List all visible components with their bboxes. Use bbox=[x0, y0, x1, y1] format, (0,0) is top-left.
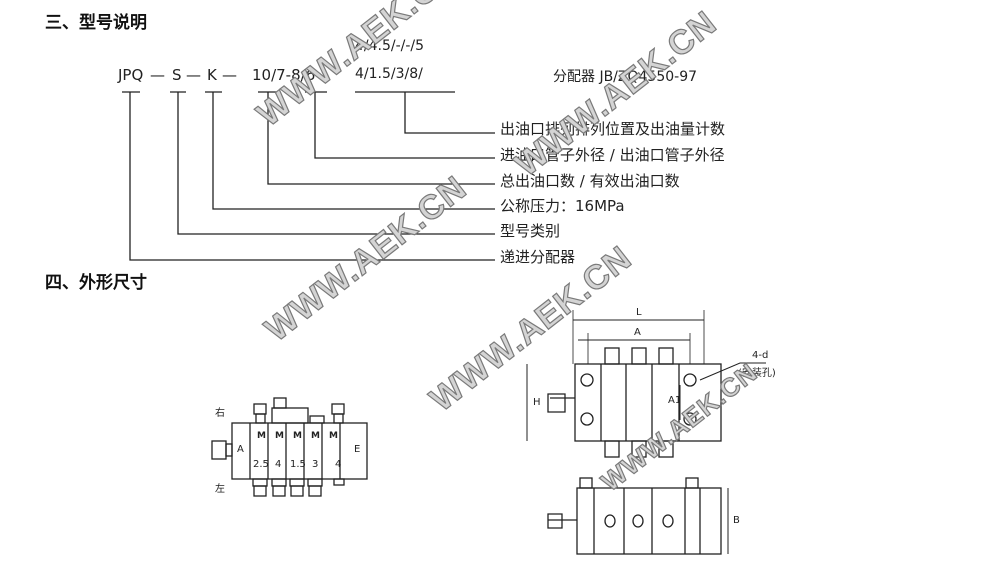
label-end-e: E bbox=[354, 444, 361, 455]
code-counts: 10/7-8/6 bbox=[252, 66, 316, 84]
label-left: 左 bbox=[215, 484, 225, 495]
dash: — bbox=[150, 66, 165, 84]
hole-note: (安装孔) bbox=[738, 368, 776, 379]
outlet-value: 4 bbox=[335, 459, 342, 470]
left-position-code: 4/1.5/3/8/ bbox=[355, 66, 423, 82]
label-m: M bbox=[293, 431, 302, 441]
label-inlet-a: A bbox=[237, 444, 244, 455]
legend-model-type: 型号类别 bbox=[500, 222, 561, 240]
dim-a: A bbox=[634, 327, 641, 338]
dim-b: B bbox=[733, 515, 740, 526]
standard-number: 分配器 JB/ZQ4550-97 bbox=[553, 69, 698, 85]
label-right: 右 bbox=[215, 408, 225, 419]
code-s: S bbox=[172, 66, 182, 84]
code-k: K bbox=[207, 66, 217, 84]
dim-l: L bbox=[636, 307, 642, 318]
section-title-dimensions: 四、外形尺寸 bbox=[45, 273, 147, 293]
dash: — bbox=[186, 66, 201, 84]
outlet-value: 4 bbox=[275, 459, 282, 470]
dim-h: H bbox=[533, 397, 541, 408]
leader-lines bbox=[122, 91, 495, 261]
right-position-code: 4/4.5/-/-/5 bbox=[355, 38, 425, 54]
outlet-value: 2.5 bbox=[253, 459, 269, 470]
label-m: M bbox=[329, 431, 338, 441]
legend-pipe-diameter: 进油口管子外径 / 出油口管子外径 bbox=[500, 146, 725, 164]
label-m: M bbox=[275, 431, 284, 441]
side-view-drawing bbox=[547, 477, 729, 555]
front-view-drawing bbox=[526, 310, 766, 458]
outlet-value: 3 bbox=[312, 459, 319, 470]
legend-pressure: 公称压力：16MPa bbox=[500, 197, 625, 215]
outlet-value: 1.5 bbox=[290, 459, 306, 470]
label-m: M bbox=[311, 431, 320, 441]
distributor-schematic bbox=[211, 397, 368, 497]
code-jpq: JPQ bbox=[118, 66, 144, 84]
label-m: M bbox=[257, 431, 266, 441]
hole-spec: 4-d bbox=[752, 350, 769, 361]
legend-outlet-count: 总出油口数 / 有效出油口数 bbox=[500, 172, 680, 190]
section-title-model: 三、型号说明 bbox=[45, 13, 147, 33]
dash: — bbox=[222, 66, 237, 84]
legend-outlet-position: 出油口排列排列位置及出油量计数 bbox=[500, 120, 726, 138]
legend-distributor: 递进分配器 bbox=[500, 248, 576, 266]
dim-a1: A1 bbox=[668, 395, 682, 406]
